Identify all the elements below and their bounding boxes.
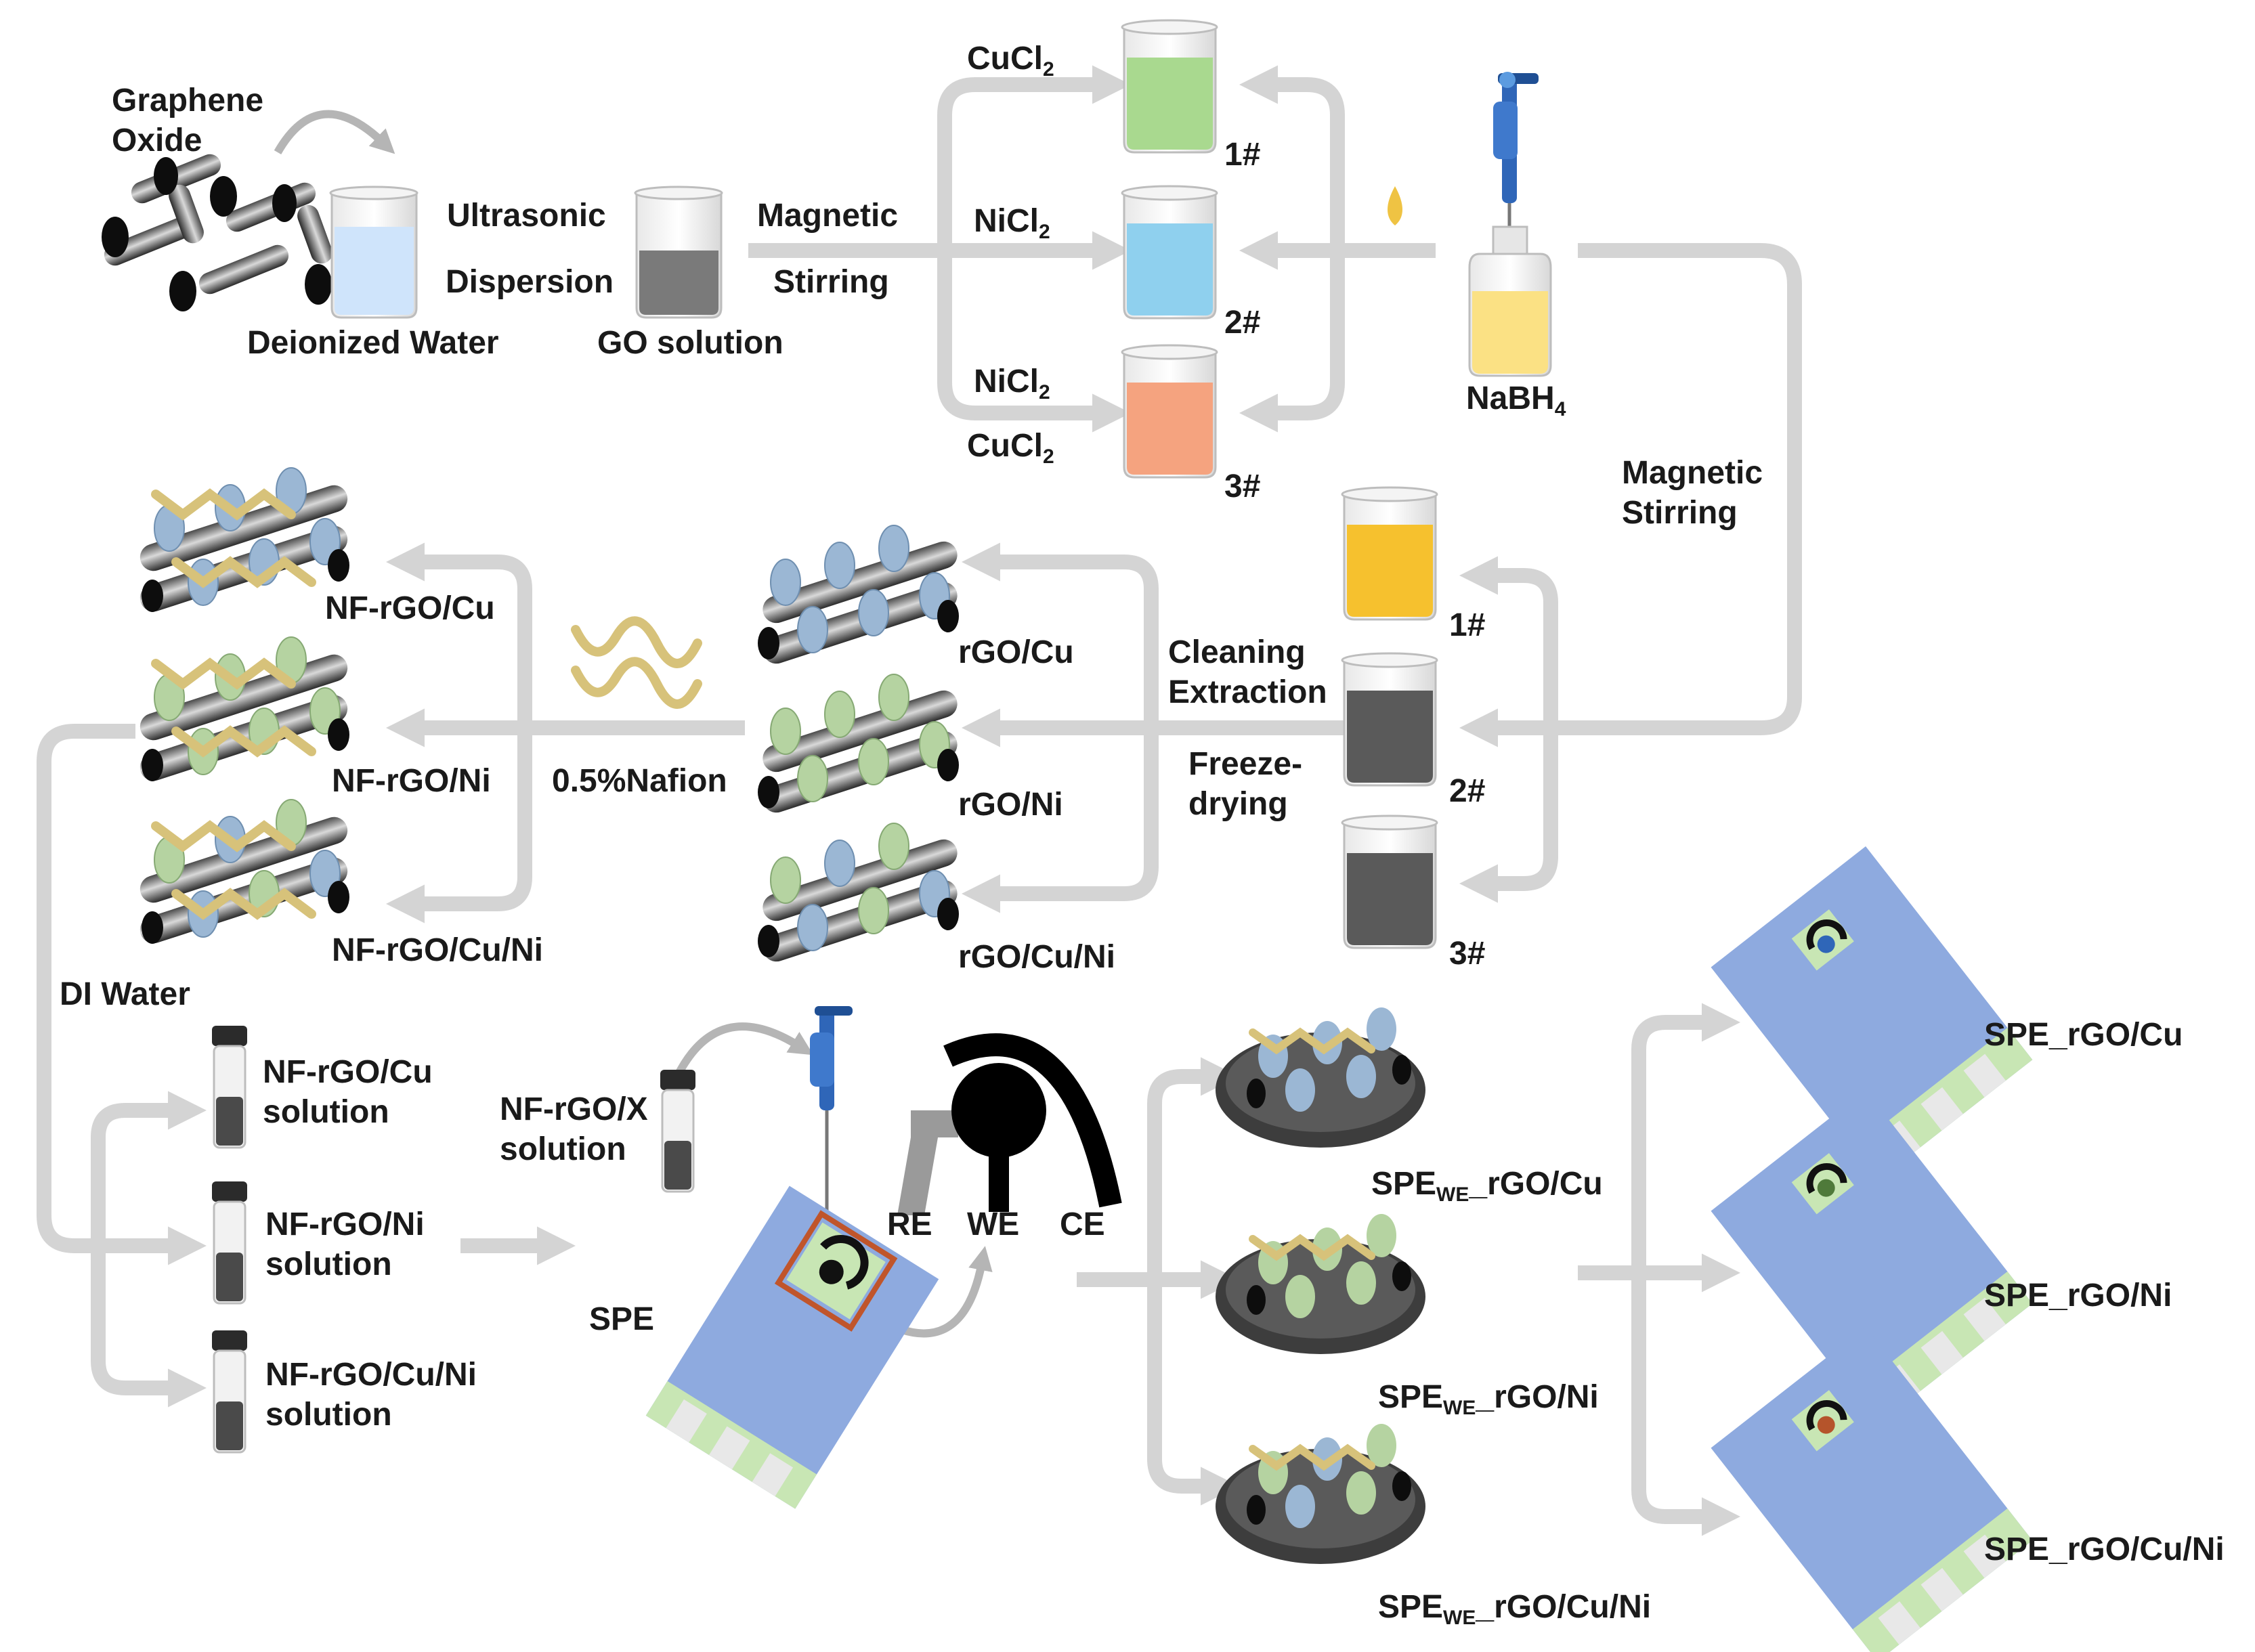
ce-electrode — [943, 1033, 1122, 1208]
label-re: RE — [887, 1207, 932, 1242]
nf-rgo-cu-structure — [139, 467, 349, 612]
spe-we-ni-disc — [1216, 1214, 1425, 1354]
label-spe: SPE — [589, 1301, 655, 1337]
label-spe-rgo-ni: SPE_rGO/Ni — [1984, 1278, 2172, 1313]
label-freeze-drying: Freeze- drying — [1188, 746, 1303, 822]
spe-we-cu-disc — [1216, 1007, 1425, 1148]
arrow-di-water-loop — [37, 724, 135, 1253]
vial-nf-rgo-cu — [212, 1026, 247, 1149]
arrow-nabh-to-beaker-3 — [1239, 251, 1345, 433]
label-magnetic-stirring-right: Magnetic Stirring — [1622, 455, 1763, 531]
label-spe-we-cuni: SPEWE_rGO/Cu/Ni — [1378, 1589, 1652, 1629]
label-go-solution: GO solution — [597, 325, 783, 361]
arrow-we-to-spe-we-cu — [1147, 1057, 1240, 1280]
arrow-we-to-spe-we-cuni — [1147, 1280, 1240, 1506]
arrow-right-split-to-3 — [1459, 728, 1558, 903]
arrow-vial-to-pipette — [673, 1022, 814, 1079]
label-we: WE — [967, 1207, 1020, 1242]
arrow-nabh-to-beaker-1 — [1239, 65, 1345, 251]
label-rgo-cu: rGO/Cu — [958, 634, 1074, 670]
arrow-split-to-beaker-3 — [937, 251, 1132, 433]
label-nabh4: NaBH4 — [1466, 381, 1566, 420]
label-magnetic-top: Magnetic — [757, 198, 899, 234]
label-cleaning-extraction: Cleaning Extraction — [1168, 634, 1327, 710]
reduced-beaker-3 — [1341, 814, 1438, 949]
spe-we-cuni-disc — [1216, 1424, 1425, 1564]
go-solution-beaker — [634, 186, 723, 319]
label-vial-cuni: NF-rGO/Cu/Ni solution — [265, 1357, 477, 1433]
label-reduced-2: 2# — [1449, 773, 1486, 809]
arrow-vial-split-to-cuni — [91, 1246, 207, 1408]
label-nicl2-mix: NiCl2 — [974, 364, 1050, 404]
label-cucl2-main: CuCl2 — [967, 41, 1054, 81]
label-reduced-1: 1# — [1449, 607, 1486, 643]
label-spe-rgo-cuni: SPE_rGO/Cu/Ni — [1984, 1531, 2225, 1567]
beaker-3-nicl2-cucl2 — [1121, 344, 1218, 479]
label-vial-x: NF-rGO/X solution — [500, 1091, 648, 1167]
arrow-clean-to-rgo-cu — [961, 542, 1159, 728]
rgo-cu-structure — [758, 525, 959, 664]
arrow-clean-to-rgo-cuni — [961, 728, 1159, 913]
nf-rgo-ni-structure — [139, 636, 349, 781]
label-spe-we-cu: SPEWE_rGO/Cu — [1371, 1166, 1603, 1206]
reduced-beaker-2 — [1341, 652, 1438, 787]
drop-icon — [1388, 186, 1402, 225]
we-electrode — [951, 1063, 1046, 1158]
arrow-split-to-beaker-1 — [937, 65, 1132, 251]
label-rgo-cuni: rGO/Cu/Ni — [958, 939, 1116, 975]
label-nicl2-main: NiCl2 — [974, 203, 1050, 243]
arrow-vial-split-to-cu — [91, 1091, 207, 1246]
label-di-water: DI Water — [60, 976, 190, 1012]
label-deionized-water: Deionized Water — [247, 325, 499, 361]
arrow-go-into-water — [274, 110, 395, 154]
label-dispersion: Dispersion — [446, 264, 614, 300]
deionized-water-beaker — [329, 186, 418, 319]
label-ultrasonic: Ultrasonic — [447, 198, 606, 234]
label-vial-ni: NF-rGO/Ni solution — [265, 1207, 425, 1282]
label-graphene-oxide: Graphene Oxide — [112, 83, 264, 158]
flow-arrows — [37, 65, 1802, 1536]
label-beaker-2: 2# — [1224, 305, 1261, 341]
label-cucl2-mix: CuCl2 — [967, 428, 1054, 468]
label-spe-rgo-cu: SPE_rGO/Cu — [1984, 1017, 2183, 1053]
spe-rgo-cuni-board — [1711, 1327, 2033, 1652]
label-nf-rgo-ni: NF-rGO/Ni — [332, 763, 491, 799]
label-nf-rgo-cu: NF-rGO/Cu — [325, 590, 495, 626]
graphene-oxide-lattice — [102, 154, 332, 311]
label-stirring-top: Stirring — [773, 264, 889, 300]
vial-nf-rgo-ni — [212, 1181, 247, 1305]
rgo-ni-structure — [758, 674, 959, 813]
electrode-schematic — [897, 1033, 1122, 1215]
arrow-nafion-to-nf-cu — [385, 542, 532, 728]
label-nf-rgo-cuni: NF-rGO/Cu/Ni — [332, 932, 543, 968]
label-spe-we-ni: SPEWE_rGO/Ni — [1378, 1379, 1599, 1419]
label-beaker-3: 3# — [1224, 469, 1261, 504]
reduced-beaker-1 — [1341, 486, 1438, 621]
beaker-1-cucl2 — [1121, 19, 1218, 154]
arrow-right-split-to-1 — [1459, 556, 1558, 728]
label-vial-cu: NF-rGO/Cu solution — [263, 1054, 433, 1130]
vial-nf-rgo-x — [660, 1070, 695, 1193]
label-ce: CE — [1060, 1207, 1105, 1242]
label-nafion: 0.5%Nafion — [552, 763, 727, 799]
arrow-magnetic-stirring-loop — [1551, 243, 1802, 735]
re-electrode — [897, 1110, 958, 1215]
spe-board — [645, 1186, 939, 1509]
beaker-2-nicl2 — [1121, 185, 1218, 320]
vial-nf-rgo-cuni — [212, 1330, 247, 1454]
nabh4-bottle — [1468, 225, 1552, 377]
label-reduced-3: 3# — [1449, 936, 1486, 972]
label-beaker-1: 1# — [1224, 137, 1261, 173]
arrow-final-to-spe-cuni — [1631, 1273, 1741, 1536]
arrow-nafion-to-nf-cuni — [385, 728, 532, 923]
nafion-fiber-icon — [571, 616, 702, 709]
nf-rgo-cuni-structure — [139, 799, 349, 944]
label-rgo-ni: rGO/Ni — [958, 787, 1063, 823]
rgo-cuni-structure — [758, 823, 959, 962]
dropping-pipette-icon — [810, 1006, 853, 1232]
arrow-final-to-spe-cu — [1631, 1003, 1741, 1273]
